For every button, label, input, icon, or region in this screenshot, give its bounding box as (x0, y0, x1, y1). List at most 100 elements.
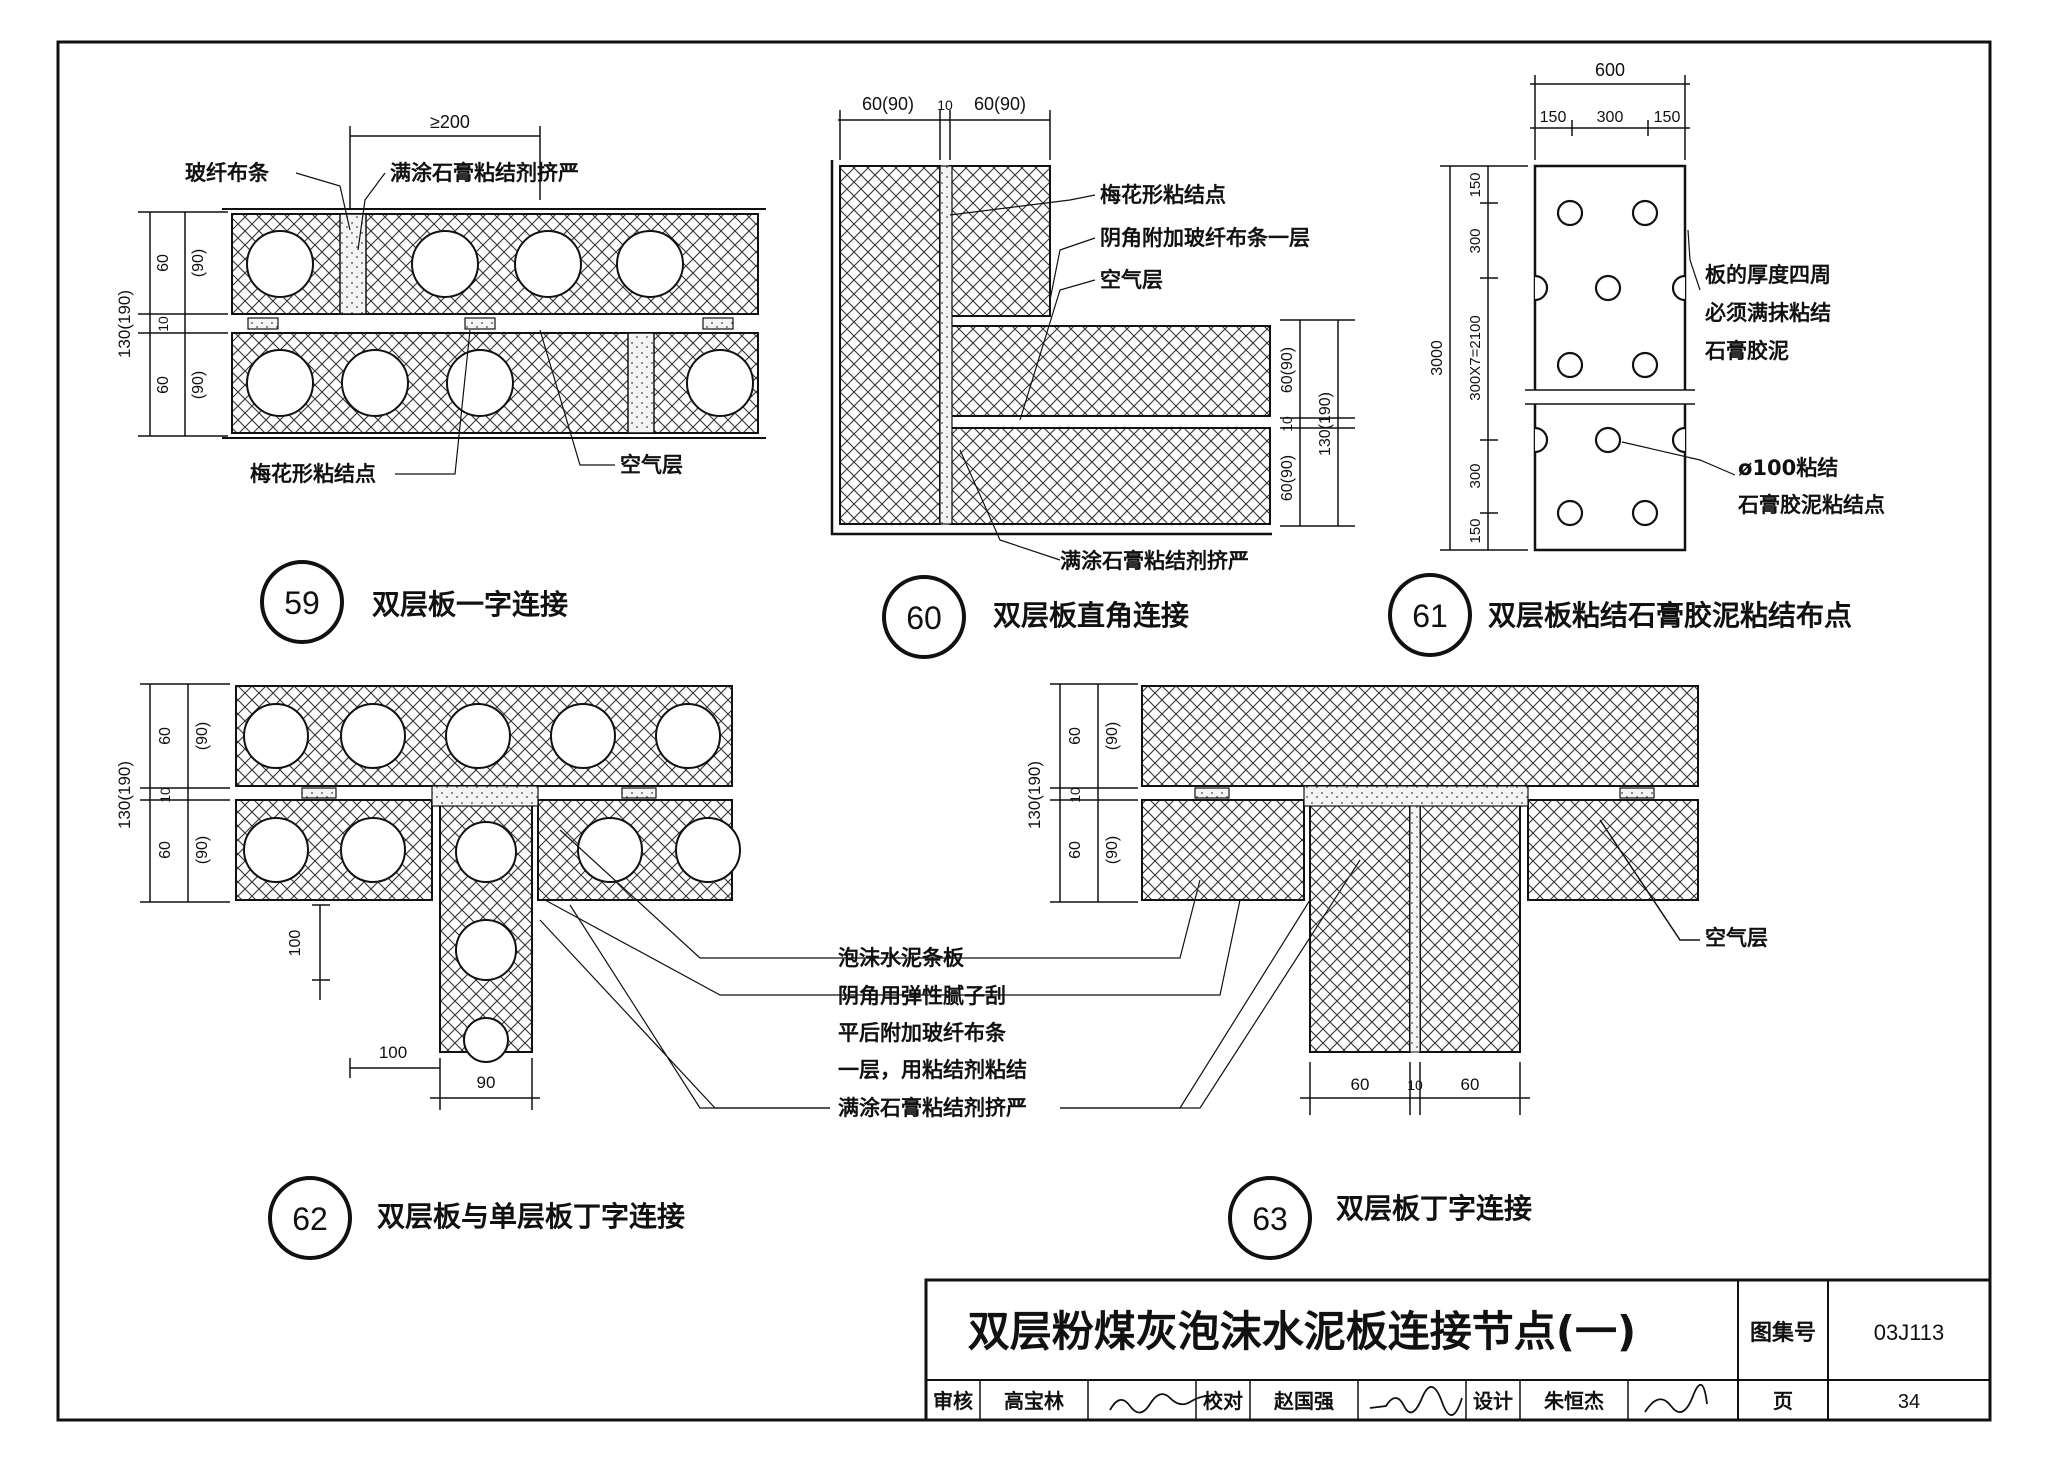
stem-left-63 (1309, 799, 1411, 1053)
atlas-number: 03J113 (1874, 1320, 1945, 1345)
vertical-panel-inner-60 (949, 165, 1051, 317)
label-dot-1-61: ø100粘结 (1738, 456, 1838, 480)
label-gypsum-59: 满涂石膏粘结剂挤严 (390, 161, 579, 185)
label-air-63: 空气层 (1705, 926, 1768, 950)
label-edge-1-61: 板的厚度四周 (1705, 263, 1831, 287)
dim-v100-62: 100 (287, 930, 304, 957)
label-gypsum-60: 满涂石膏粘结剂挤严 (1060, 549, 1249, 573)
dim-w2-63: 60 (1461, 1075, 1480, 1094)
label-fiberglass-59: 玻纤布条 (185, 161, 270, 185)
dim-total-60: 130(190) (1317, 392, 1334, 456)
page-number: 34 (1898, 1391, 1920, 1413)
checker-name: 赵国强 (1273, 1389, 1334, 1413)
dim-h3-61: 300X7=2100 (1467, 315, 1484, 401)
detail-number-circle-62 (268, 1176, 352, 1260)
dim-total-62: 130(190) (115, 761, 134, 829)
core-holes-59 (246, 230, 754, 417)
shared-labels: 泡沫水泥条板 阴角用弹性腻子刮 平后附加玻纤布条 一层，用粘结剂粘结 满涂石膏粘… (539, 829, 1361, 1120)
dim-w1-60: 60(90) (862, 94, 914, 114)
designer-name: 朱恒杰 (1544, 1389, 1604, 1413)
dim-total-59: 130(190) (115, 290, 134, 358)
corner-fill-60 (939, 165, 953, 525)
dim-a-59: 60 (155, 254, 172, 272)
dim-v2-60: 60(90) (1279, 455, 1296, 501)
panel-top-63 (1141, 685, 1699, 787)
detail-number-circle-63 (1228, 1176, 1312, 1260)
detail-number-circle-60 (882, 575, 966, 659)
detail-title-61: 双层板粘结石膏胶泥粘结布点 (1488, 599, 1852, 632)
label-foam-panel: 泡沫水泥条板 (838, 946, 965, 970)
dim-total-63: 130(190) (1025, 761, 1044, 829)
panel-elevation-61 (1533, 164, 1687, 552)
label-edge-3-61: 石膏胶泥 (1704, 339, 1789, 363)
label-corner-fiber-60: 阴角附加玻纤布条一层 (1100, 226, 1310, 250)
dim-gap-59: 10 (155, 316, 171, 332)
detail-title-60: 双层板直角连接 (993, 599, 1189, 632)
dim-wgap-63: 10 (1407, 1077, 1423, 1093)
joint-fill-62 (431, 785, 539, 807)
dim-b2-63: (90) (1104, 836, 1121, 864)
horizontal-panel-bottom-60 (949, 427, 1271, 525)
dim-height-61: 3000 (1429, 340, 1446, 376)
label-air-59: 空气层 (620, 453, 683, 477)
dim-w3-61: 150 (1654, 109, 1681, 126)
detail-number-circle-59 (260, 560, 344, 644)
dim-w1-63: 60 (1351, 1075, 1370, 1094)
dim-w2-61: 300 (1597, 109, 1624, 126)
panel-bottom-right-63 (1527, 799, 1699, 901)
title-block: 双层粉煤灰泡沫水泥板连接节点(一) 图集号 03J113 审核 高宝林 校对 赵… (924, 1278, 1992, 1422)
detail-62: 130(190) 60 (90) 10 60 (90) 100 100 90 6… (115, 683, 741, 1260)
detail-number-59: 59 (284, 585, 320, 621)
detail-number-61: 61 (1412, 598, 1448, 634)
dim-width-61: 600 (1595, 60, 1625, 80)
dim-a-63: 60 (1067, 727, 1084, 745)
detail-title-63: 双层板丁字连接 (1336, 1192, 1532, 1225)
checker-signature (1369, 1386, 1463, 1416)
dim-v1-60: 60(90) (1279, 347, 1296, 393)
dim-gap-60: 10 (937, 97, 953, 113)
detail-59: ≥200 130(190) 60 (90) 10 60 (90) 玻纤布条 满涂… (115, 112, 766, 644)
dim-b2-62: (90) (194, 836, 211, 864)
dim-a2-62: (90) (194, 722, 211, 750)
detail-title-59: 双层板一字连接 (372, 588, 568, 621)
dim-b-59: 60 (155, 376, 172, 394)
detail-61: 600 150 300 150 3000 150 300 300X7=2100 … (1388, 60, 1885, 657)
dim-gap-62: 10 (157, 787, 173, 803)
atlas-label: 图集号 (1750, 1320, 1816, 1346)
label-gypsum-shared: 满涂石膏粘结剂挤严 (838, 1096, 1027, 1120)
dim-b-63: 60 (1067, 841, 1084, 859)
reviewer-signature (1109, 1393, 1209, 1414)
label-air-60: 空气层 (1100, 268, 1163, 292)
design-label: 设计 (1473, 1389, 1513, 1413)
detail-number-63: 63 (1252, 1201, 1288, 1237)
dim-a-62: 60 (157, 727, 174, 745)
dim-h1-61: 150 (1467, 172, 1484, 197)
panel-bottom-left-63 (1141, 799, 1305, 901)
dim-w1-61: 150 (1540, 109, 1567, 126)
label-corner-note-2: 平后附加玻纤布条 (838, 1021, 1007, 1045)
joint-fill-63 (1303, 785, 1529, 807)
label-corner-note-1: 阴角用弹性腻子刮 (838, 984, 1006, 1008)
dim-vgap-60: 10 (1279, 416, 1295, 432)
dim-b-62: 60 (157, 841, 174, 859)
label-edge-2-61: 必须满抹粘结 (1705, 301, 1831, 325)
detail-title-62: 双层板与单层板丁字连接 (377, 1200, 685, 1233)
detail-number-62: 62 (292, 1201, 328, 1237)
dim-gap-63: 10 (1067, 787, 1083, 803)
dim-a2-59: (90) (190, 249, 207, 277)
dim-b2-59: (90) (190, 371, 207, 399)
detail-number-60: 60 (906, 600, 942, 636)
dim-w2-60: 60(90) (974, 94, 1026, 114)
label-dot-2-61: 石膏胶泥粘结点 (1737, 493, 1885, 517)
detail-number-circle-61 (1388, 573, 1472, 657)
label-plum-59: 梅花形粘结点 (250, 462, 376, 486)
page-label: 页 (1773, 1389, 1793, 1413)
dim-h5-61: 150 (1467, 518, 1484, 543)
bond-dots-63 (1194, 787, 1655, 799)
bond-dots-62 (301, 787, 657, 799)
vertical-panel-outer-60 (839, 165, 941, 525)
dim-h100-62: 100 (379, 1043, 407, 1062)
horizontal-panel-top-60 (949, 325, 1271, 417)
label-plum-60: 梅花形粘结点 (1100, 183, 1226, 207)
